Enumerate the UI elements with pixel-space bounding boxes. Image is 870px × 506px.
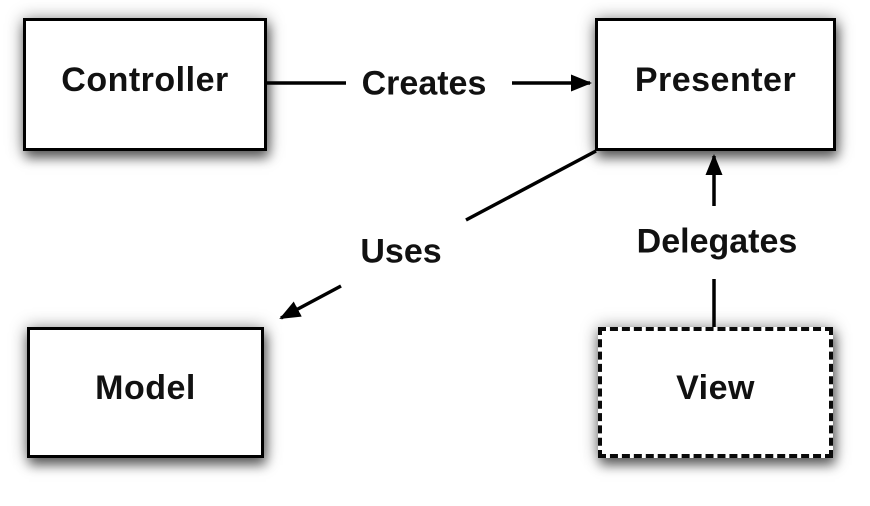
uses-edge-line-upper <box>465 149 597 222</box>
node-view-label: View <box>676 369 755 407</box>
uses-edge-label: Uses <box>356 232 446 272</box>
node-controller: Controller <box>23 18 267 151</box>
node-model: Model <box>27 327 264 458</box>
delegates-edge-label: Delegates <box>632 222 802 262</box>
node-view: View <box>598 327 833 458</box>
node-presenter: Presenter <box>595 18 836 151</box>
node-presenter-label: Presenter <box>634 61 797 99</box>
node-model-label: Model <box>95 369 196 407</box>
creates-edge-label: Creates <box>357 64 491 104</box>
uses-edge-arrow <box>279 284 342 320</box>
node-controller-label: Controller <box>61 61 229 99</box>
